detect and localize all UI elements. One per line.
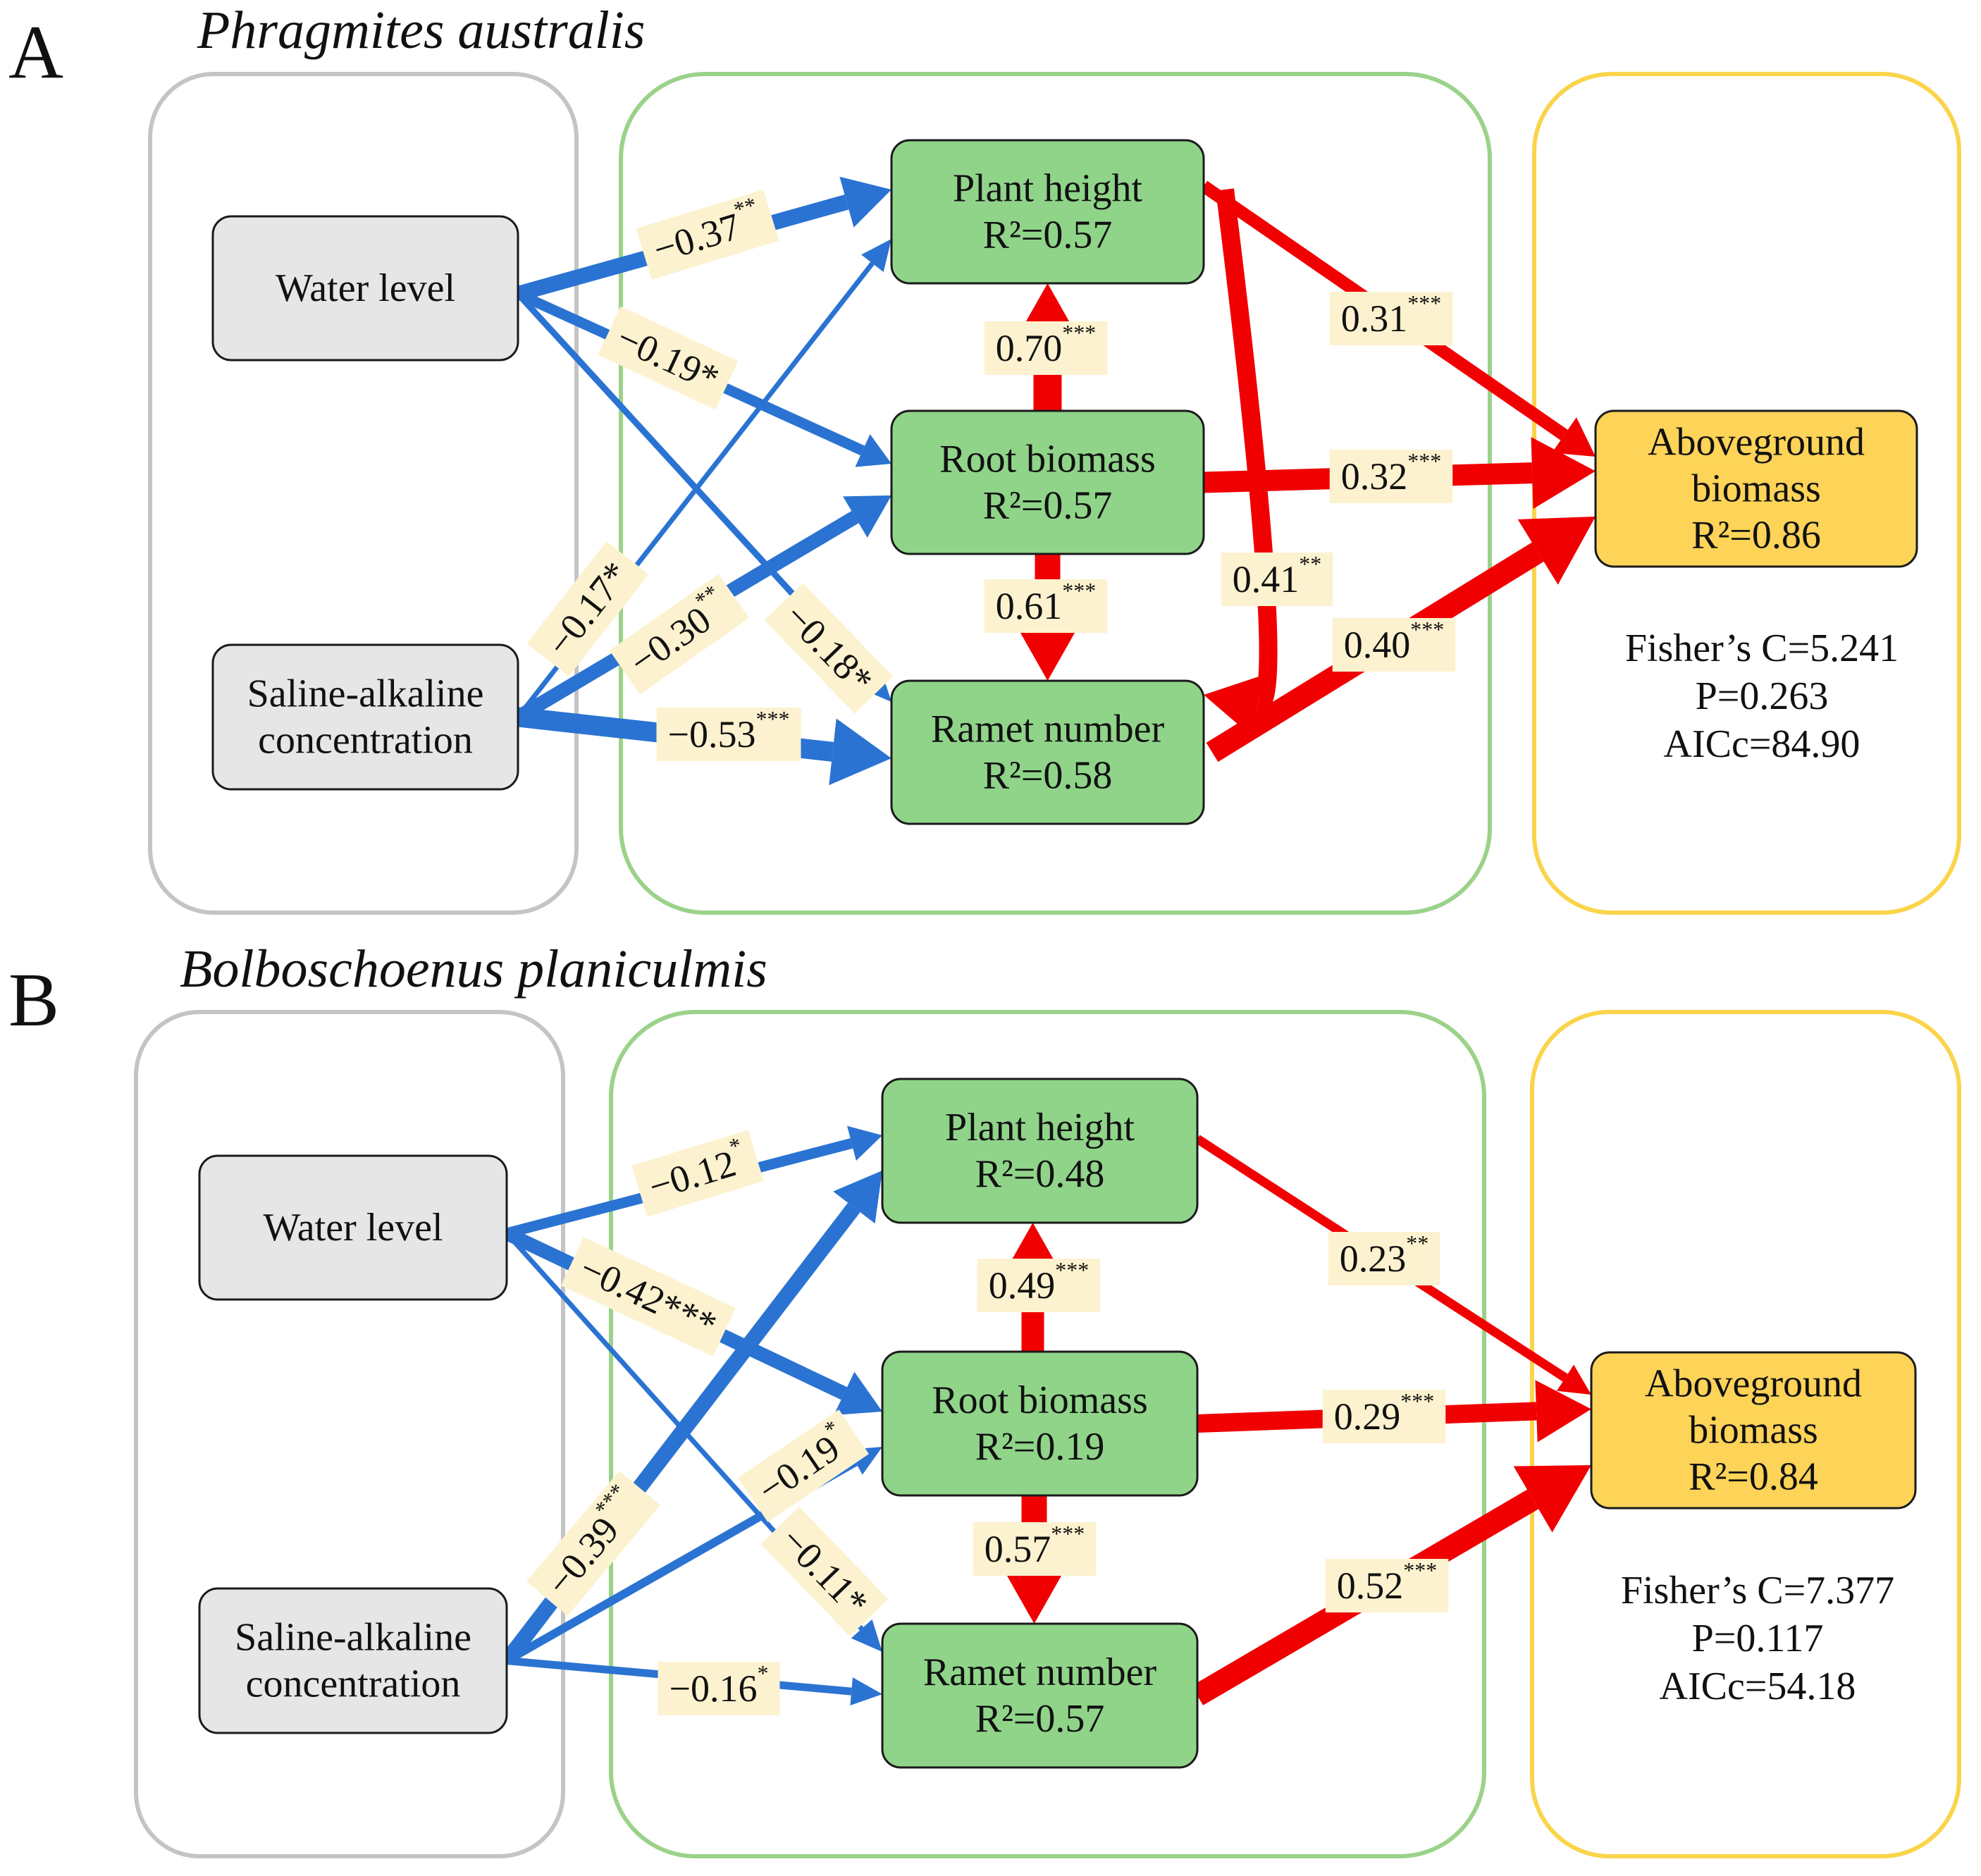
svg-text:0.57***: 0.57***	[985, 1521, 1085, 1570]
path-label-water-ramet: −0.18*	[764, 583, 894, 714]
trait-frame	[609, 1010, 1486, 1858]
path-label-ramet-above: 0.40***	[1332, 617, 1456, 672]
svg-text:0.23**: 0.23**	[1340, 1230, 1429, 1280]
panel-letter: B	[8, 958, 59, 1042]
path-label-water-root: −0.42***	[561, 1237, 736, 1357]
svg-text:0.52***: 0.52***	[1337, 1557, 1438, 1607]
node-saline-alkaline-line: Saline-alkaline	[235, 1615, 471, 1659]
stat-line: Fisher’s C=7.377	[1621, 1569, 1894, 1612]
path-label-water-height: −0.37**	[636, 190, 779, 280]
node-saline-alkaline-line: Saline-alkaline	[247, 672, 484, 715]
node-aboveground-biomass-line: Aboveground	[1645, 1362, 1862, 1405]
panel-letter: A	[8, 11, 63, 94]
node-root-biomass-line: R²=0.57	[983, 484, 1113, 528]
path-label-water-ramet: −0.11*	[760, 1507, 889, 1636]
node-saline-alkaline-line: concentration	[246, 1662, 461, 1706]
path-label-root-ramet: 0.57***	[973, 1521, 1097, 1576]
node-aboveground-biomass-line: Aboveground	[1648, 420, 1865, 464]
svg-text:0.41**: 0.41**	[1233, 551, 1322, 600]
path-label-saline-ramet: −0.53***	[656, 706, 801, 761]
node-water-level: Water level	[211, 215, 519, 362]
node-plant-height-line: R²=0.48	[975, 1152, 1105, 1196]
node-ramet-number-line: Ramet number	[923, 1650, 1157, 1694]
species-title: Phragmites australis	[197, 1, 646, 60]
svg-text:−0.53***: −0.53***	[668, 706, 790, 755]
arrow-height-ramet	[1204, 188, 1278, 736]
stat-line: AICc=84.90	[1664, 722, 1860, 766]
path-label-saline-root: −0.19*	[738, 1409, 869, 1522]
node-plant-height-line: R²=0.57	[983, 214, 1113, 257]
path-label-root-above: 0.29***	[1322, 1388, 1446, 1443]
trait-frame	[619, 72, 1492, 915]
svg-text:0.31***: 0.31***	[1341, 290, 1442, 340]
node-ramet-number-line: Ramet number	[931, 707, 1165, 751]
panel-a: A Phragmites australis −0.37**−0.19*−0.18*…	[8, 1, 1961, 915]
node-water-level-line: Water level	[276, 266, 455, 310]
path-label-ramet-above: 0.52***	[1325, 1557, 1449, 1612]
path-label-height-above: 0.31***	[1329, 290, 1453, 345]
node-root-biomass-line: Root biomass	[932, 1378, 1147, 1422]
predictor-frame	[134, 1010, 565, 1858]
path-label-root-above: 0.32***	[1329, 448, 1453, 503]
path-label-root-height: 0.49***	[977, 1257, 1101, 1312]
svg-text:−0.16*: −0.16*	[669, 1660, 769, 1710]
svg-text:0.32***: 0.32***	[1341, 448, 1442, 498]
stat-line: AICc=54.18	[1660, 1665, 1856, 1708]
node-water-level-line: Water level	[263, 1206, 443, 1249]
path-labels: −0.37**−0.19*−0.18*−0.17*−0.30**−0.53***…	[526, 190, 1456, 761]
path-label-root-ramet: 0.61***	[984, 578, 1108, 633]
predictor-frame	[148, 72, 579, 915]
stat-line: Fisher’s C=5.241	[1625, 627, 1899, 670]
svg-text:0.61***: 0.61***	[996, 578, 1097, 627]
path-label-height-above: 0.23**	[1328, 1230, 1440, 1285]
node-root-biomass-line: Root biomass	[939, 437, 1155, 481]
svg-text:0.29***: 0.29***	[1334, 1388, 1435, 1438]
svg-text:0.40***: 0.40***	[1344, 617, 1445, 666]
node-aboveground-biomass-line: R²=0.84	[1689, 1455, 1818, 1499]
species-title: Bolboschoenus planiculmis	[180, 939, 767, 999]
svg-text:0.49***: 0.49***	[989, 1257, 1090, 1307]
path-label-saline-ramet: −0.16*	[658, 1660, 780, 1715]
stat-line: P=0.263	[1696, 674, 1829, 718]
node-plant-height-line: Plant height	[945, 1106, 1135, 1149]
panel-b: B Bolboschoenus planiculmis −0.12* −0.42***…	[8, 939, 1961, 1858]
node-aboveground-biomass-line: biomass	[1689, 1409, 1818, 1452]
path-label-water-height: −0.12*	[631, 1130, 764, 1217]
path-label-saline-height: −0.39***	[526, 1471, 660, 1616]
path-label-height-ramet: 0.41**	[1221, 551, 1333, 606]
svg-text:0.70***: 0.70***	[996, 320, 1097, 369]
node-ramet-number-line: R²=0.57	[975, 1697, 1105, 1741]
path-labels: −0.12* −0.42*** −0.11* −0.39*** −0.19* −0.16*…	[526, 1130, 1449, 1715]
path-label-root-height: 0.70***	[984, 320, 1108, 375]
node-plant-height-line: Plant height	[953, 166, 1143, 210]
node-root-biomass-line: R²=0.19	[975, 1425, 1105, 1469]
stat-line: P=0.117	[1692, 1617, 1824, 1660]
node-aboveground-biomass-line: biomass	[1691, 467, 1821, 511]
node-saline-alkaline-line: concentration	[258, 719, 473, 763]
node-ramet-number-line: R²=0.58	[983, 754, 1113, 798]
response-frame	[1530, 1010, 1961, 1858]
node-aboveground-biomass-line: R²=0.86	[1691, 514, 1821, 557]
node-water-level: Water level	[198, 1154, 508, 1301]
